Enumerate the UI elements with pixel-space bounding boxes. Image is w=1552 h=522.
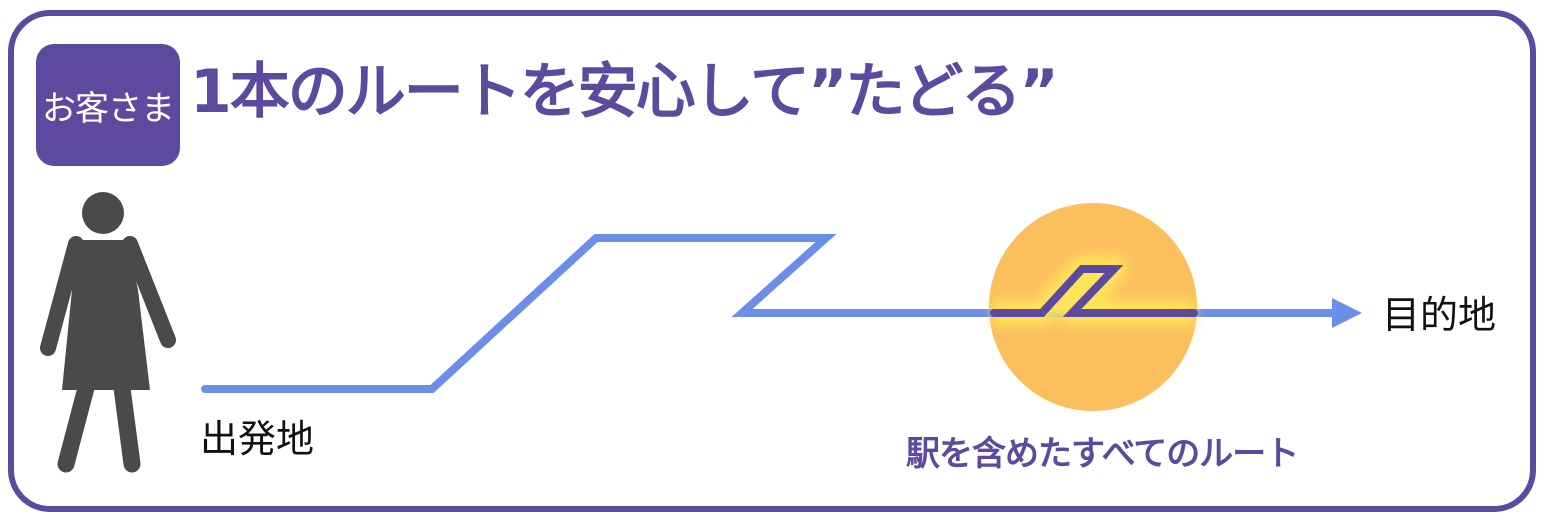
station-route-caption: 駅を含めたすべてのルート [906, 434, 1299, 474]
station-route-segment [990, 265, 1198, 317]
route-line [201, 234, 1350, 393]
audience-badge: お客さま [36, 44, 180, 166]
person-icon [40, 192, 176, 473]
arrow-head-icon [1332, 298, 1362, 328]
audience-badge-label: お客さま [42, 88, 175, 129]
outer-frame [8, 10, 1536, 512]
start-point-label: 出発地 [200, 417, 315, 461]
page-title: 1本のルートを安心して”たどる” [190, 57, 1059, 127]
destination-label: 目的地 [1382, 293, 1497, 337]
